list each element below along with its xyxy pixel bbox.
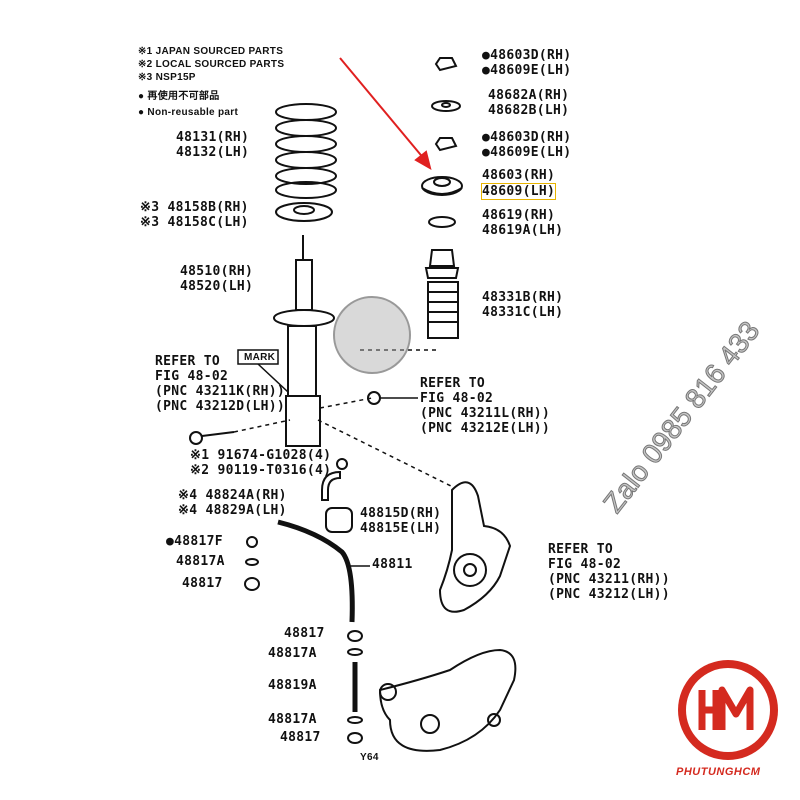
nut-icon: [434, 137, 458, 152]
part-label: 48603(RH): [482, 168, 556, 183]
part-label: 48682A(RH) 48682B(LH): [488, 88, 570, 118]
part-label: 48817A: [268, 712, 317, 727]
stabilizer-bar-icon: [277, 519, 355, 623]
bump-stop-boot-icon: [424, 249, 460, 339]
brand-name: PHUTUNGHCM: [676, 766, 761, 778]
coil-spring-icon: [275, 103, 337, 199]
bushing-icon: [244, 577, 260, 591]
reference-note: REFER TO FIG 48-02 (PNC 43211L(RH)) (PNC…: [420, 376, 551, 436]
bearing-icon: [428, 216, 456, 228]
bushing-icon: [347, 630, 363, 642]
washer-icon: [245, 558, 259, 566]
red-arrow-icon: [339, 57, 432, 171]
legend-note: ※2 LOCAL SOURCED PARTS: [138, 59, 285, 70]
lower-control-arm-icon: [378, 648, 517, 752]
reference-note: REFER TO FIG 48-02 (PNC 43211K(RH)) (PNC…: [155, 354, 286, 414]
legend-note: ● 再使用不可部品: [138, 91, 220, 102]
legend-note: ※1 JAPAN SOURCED PARTS: [138, 46, 284, 57]
part-label: 48131(RH) 48132(LH): [176, 130, 250, 160]
reference-note: REFER TO FIG 48-02 (PNC 43211(RH)) (PNC …: [548, 542, 670, 602]
nut-icon: [347, 732, 363, 744]
part-label: 48510(RH) 48520(LH): [180, 264, 254, 294]
part-label: 48811: [372, 557, 413, 572]
part-label: 48817: [182, 576, 223, 591]
watermark-logo: [333, 296, 411, 374]
part-label: 48817: [280, 730, 321, 745]
part-label: 48817A: [268, 646, 317, 661]
part-label: 48815D(RH) 48815E(LH): [360, 506, 442, 536]
bushing-icon: [325, 507, 353, 533]
part-label: ※4 48824A(RH) ※4 48829A(LH): [178, 488, 287, 518]
mark-label: MARK: [244, 352, 276, 363]
bolt-icon: [189, 431, 235, 445]
washer-icon: [347, 716, 363, 724]
nut-icon: [434, 57, 458, 72]
figure-code: Y64: [360, 752, 379, 763]
steering-knuckle-icon: [438, 481, 512, 613]
nut-icon: [246, 536, 258, 548]
brand-logo: [678, 660, 778, 760]
legend-note: ● Non-reusable part: [138, 107, 239, 118]
part-label: 48817A: [176, 554, 225, 569]
part-label-highlighted: 48609(LH): [480, 183, 557, 200]
part-label: ●48817F: [166, 534, 223, 549]
mount-icon: [421, 176, 463, 196]
part-label: ※1 91674-G1028(4) ※2 90119-T0316(4): [190, 448, 332, 478]
part-label: 48619(RH) 48619A(LH): [482, 208, 564, 238]
part-label: 48819A: [268, 678, 317, 693]
shock-absorber-icon: [273, 235, 335, 447]
legend-note: ※3 NSP15P: [138, 72, 196, 83]
spring-seat-icon: [275, 202, 333, 222]
bracket-icon: [321, 458, 348, 501]
part-label: ※3 48158B(RH) ※3 48158C(LH): [140, 200, 249, 230]
part-label: ●48603D(RH) ●48609E(LH): [482, 48, 572, 78]
washer-icon: [431, 100, 461, 112]
part-label: 48331B(RH) 48331C(LH): [482, 290, 564, 320]
part-label: ●48603D(RH) ●48609E(LH): [482, 130, 572, 160]
part-label: 48817: [284, 626, 325, 641]
washer-icon: [347, 648, 363, 656]
